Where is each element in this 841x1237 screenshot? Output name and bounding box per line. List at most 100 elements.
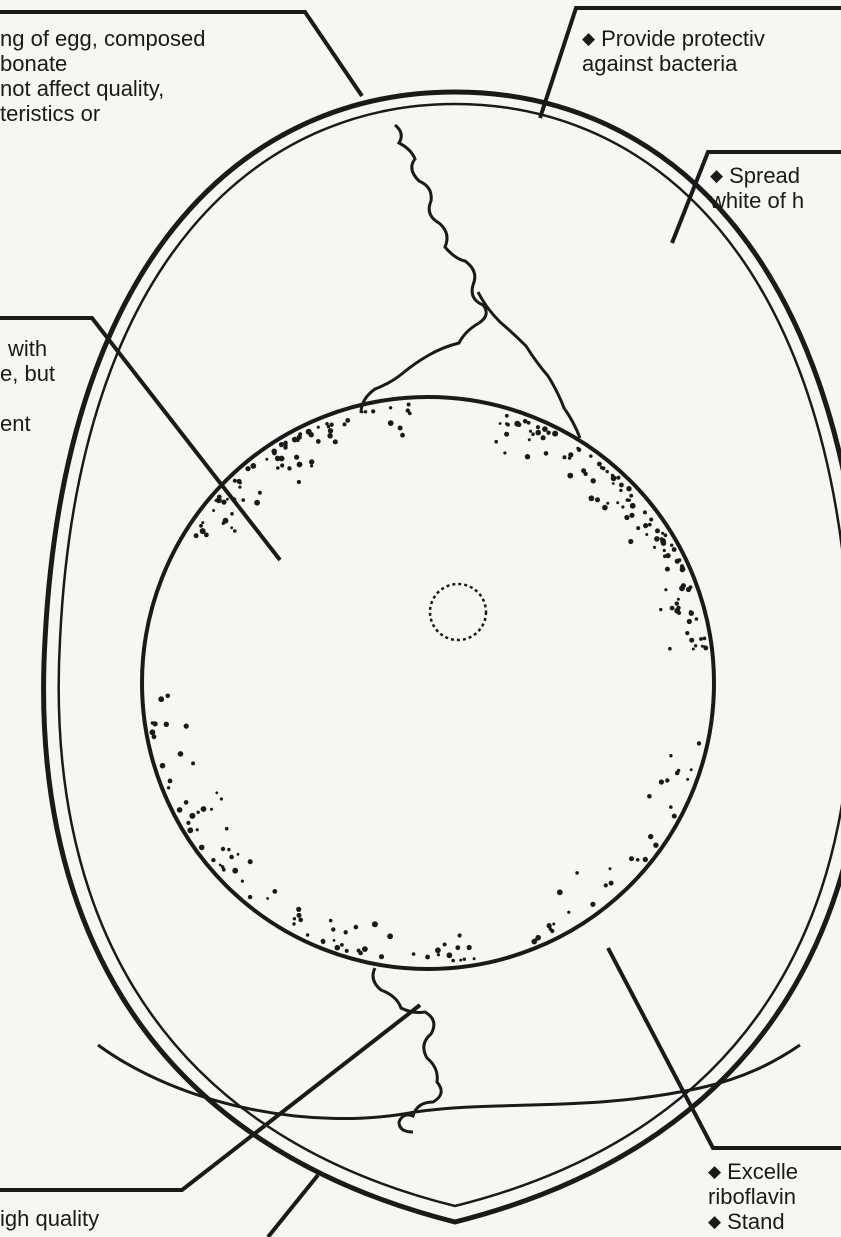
stipple-dot bbox=[680, 567, 685, 572]
thick-albumen-description-label: ◆Spread white of h bbox=[710, 163, 804, 213]
stipple-dot bbox=[659, 779, 664, 784]
stipple-dot bbox=[329, 919, 333, 923]
stipple-dot bbox=[563, 455, 567, 459]
label-line: with bbox=[0, 336, 55, 361]
lower-chalaza bbox=[373, 968, 441, 1132]
diamond-bullet-icon: ◆ bbox=[710, 166, 723, 185]
stipple-dot bbox=[292, 922, 295, 925]
stipple-dot bbox=[398, 426, 403, 431]
label-line: e, but bbox=[0, 361, 55, 386]
stipple-dot bbox=[672, 547, 677, 552]
stipple-dot bbox=[184, 724, 189, 729]
stipple-dot bbox=[616, 476, 620, 480]
stipple-dot bbox=[458, 933, 462, 937]
shell-membrane-outline bbox=[59, 104, 841, 1206]
stipple-dot bbox=[327, 425, 330, 428]
yolk-description-label: with e, but ent bbox=[0, 336, 55, 436]
stipple-dot bbox=[669, 754, 672, 757]
stipple-dot bbox=[400, 433, 405, 438]
stipple-dot bbox=[237, 853, 240, 856]
stipple-dot bbox=[589, 495, 595, 501]
stipple-dot bbox=[668, 647, 672, 651]
stipple-dot bbox=[310, 464, 313, 467]
stipple-dot bbox=[544, 451, 549, 456]
stipple-dot bbox=[686, 778, 689, 781]
stipple-dot bbox=[258, 491, 262, 495]
label-line: riboflavin bbox=[708, 1184, 798, 1209]
stipple-dot bbox=[689, 585, 693, 589]
stipple-dot bbox=[687, 619, 692, 624]
stipple-dot bbox=[473, 957, 476, 960]
stipple-dot bbox=[187, 827, 193, 833]
stipple-dot bbox=[158, 696, 164, 702]
stipple-dot bbox=[279, 442, 284, 447]
stipple-dot bbox=[517, 422, 522, 427]
stipple-dot bbox=[697, 741, 701, 745]
leader-thin-albumen bbox=[608, 948, 841, 1148]
stipple-dot bbox=[221, 847, 225, 851]
stipple-dot bbox=[254, 500, 260, 506]
stipple-dot bbox=[624, 515, 629, 520]
yolk-circle bbox=[142, 397, 714, 969]
stipple-dot bbox=[447, 952, 453, 958]
stipple-dot bbox=[643, 510, 647, 514]
stipple-dot bbox=[659, 608, 662, 611]
stipple-dot bbox=[694, 644, 697, 647]
stipple-dot bbox=[340, 943, 344, 947]
stipple-dot bbox=[229, 855, 234, 860]
stipple-dot bbox=[164, 722, 169, 727]
label-line: against bacteria bbox=[582, 51, 765, 76]
diamond-bullet-icon: ◆ bbox=[708, 1162, 721, 1181]
stipple-dot bbox=[248, 859, 253, 864]
label-line: teristics or bbox=[0, 101, 205, 126]
stipple-dot bbox=[505, 414, 509, 418]
label-line: Excelle bbox=[727, 1159, 798, 1184]
stipple-dot bbox=[612, 482, 615, 485]
stipple-dot bbox=[589, 454, 592, 457]
stipple-dot bbox=[219, 864, 222, 867]
stipple-dot bbox=[225, 827, 229, 831]
stipple-dot bbox=[504, 432, 509, 437]
stipple-dot bbox=[379, 954, 384, 959]
stipple-dot bbox=[200, 528, 206, 534]
stipple-dot bbox=[233, 529, 237, 533]
stipple-dot bbox=[276, 466, 280, 470]
stipple-dot bbox=[567, 911, 570, 914]
stipple-dot bbox=[541, 435, 546, 440]
stipple-dot bbox=[661, 541, 666, 546]
stipple-dot bbox=[425, 955, 430, 960]
stipple-dot bbox=[568, 452, 573, 457]
stipple-dot bbox=[692, 648, 695, 651]
stipple-dot bbox=[595, 497, 600, 502]
stipple-dot bbox=[567, 473, 573, 479]
stipple-dot bbox=[223, 518, 229, 524]
stipple-dot bbox=[298, 918, 303, 923]
stipple-dot bbox=[412, 952, 416, 956]
stipple-dot bbox=[619, 489, 622, 492]
stipple-dot bbox=[649, 518, 653, 522]
stipple-dot bbox=[621, 505, 624, 508]
stipple-dot bbox=[690, 768, 693, 771]
stipple-dot bbox=[389, 406, 392, 409]
stipple-dot bbox=[241, 498, 245, 502]
stipple-dot bbox=[499, 422, 502, 425]
stipple-dot bbox=[628, 539, 633, 544]
stipple-dot bbox=[237, 479, 242, 484]
stipple-dot bbox=[636, 858, 640, 862]
stipple-dot bbox=[552, 431, 558, 437]
stipple-dot bbox=[669, 805, 673, 809]
stipple-dot bbox=[201, 806, 207, 812]
stipple-dot bbox=[333, 939, 336, 942]
stipple-dot bbox=[265, 458, 268, 461]
stipple-dot bbox=[654, 536, 660, 542]
stipple-dot bbox=[345, 418, 350, 423]
stipple-dot bbox=[343, 422, 347, 426]
stipple-dot bbox=[361, 411, 364, 414]
stipple-dot bbox=[357, 949, 361, 953]
stipple-dot bbox=[210, 808, 213, 811]
label-line: ent bbox=[0, 411, 55, 436]
stipple-dot bbox=[665, 567, 670, 572]
label-line: Spread bbox=[729, 163, 800, 188]
label-line: bonate bbox=[0, 51, 205, 76]
shell-description-label: ng of egg, composed bonate not affect qu… bbox=[0, 26, 205, 126]
